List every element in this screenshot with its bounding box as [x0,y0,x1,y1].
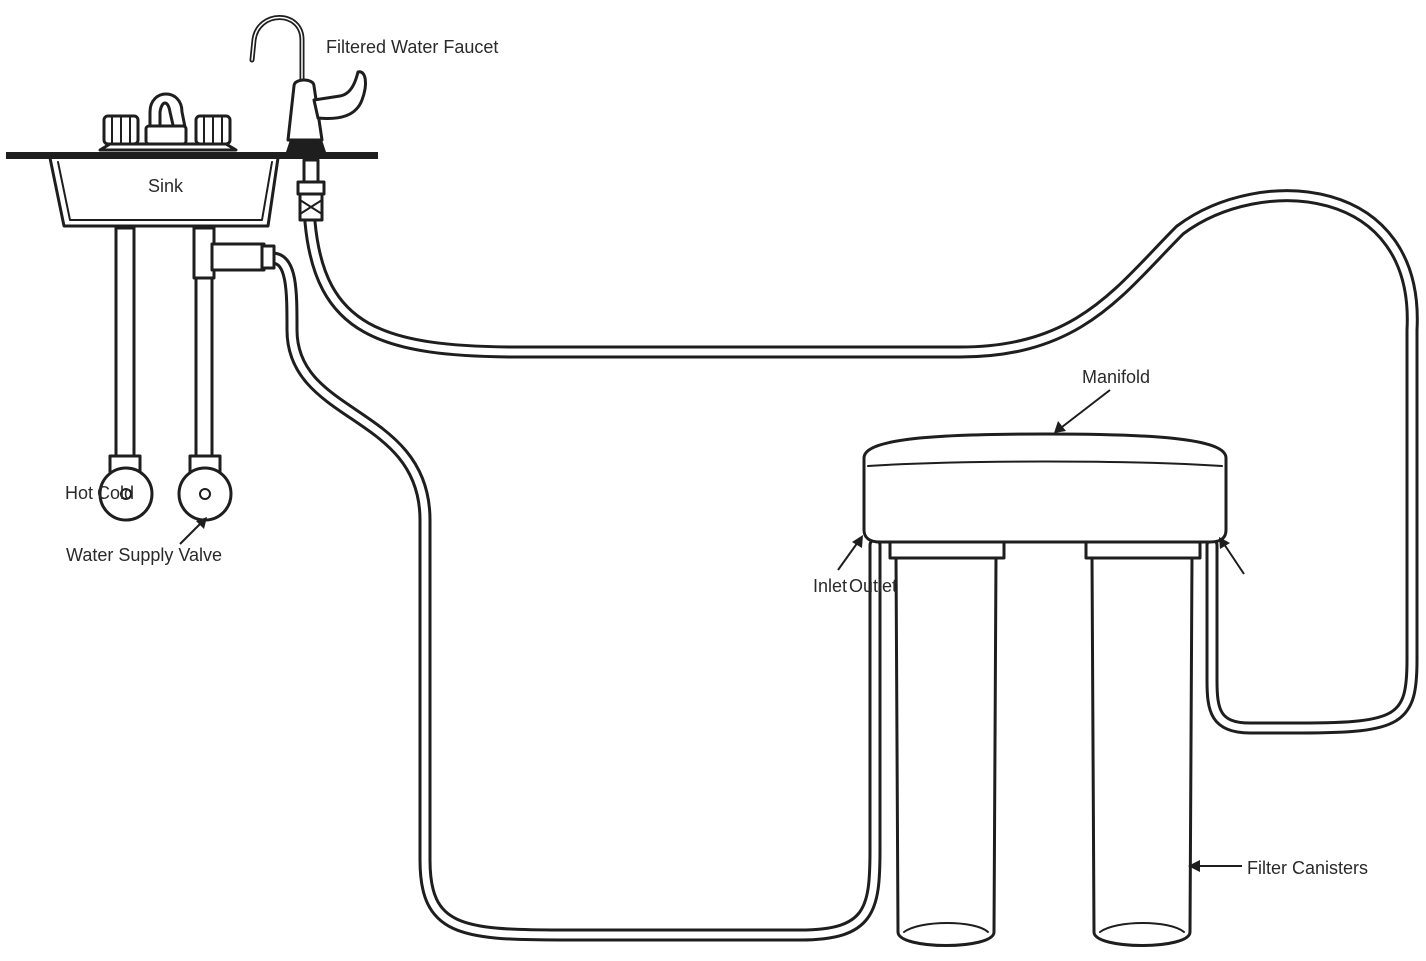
filter-canister-left [888,538,1006,947]
hot-water-valve [98,454,154,522]
faucet-supply-tube [303,189,1419,735]
hot-label: Hot [65,483,93,503]
cold-handle [194,114,232,146]
inlet-supply-tube [265,251,882,942]
filtered-water-faucet-label: Filtered Water Faucet [326,37,498,57]
faucet-connector [296,158,326,222]
filtered-water-faucet [249,15,367,152]
manifold-label: Manifold [1082,367,1150,387]
cold-water-valve [177,454,233,522]
manifold-arrow [1054,389,1111,433]
outlet-label: Outlet [849,576,897,596]
sink-faucet [98,92,238,152]
cold-supply-pipe [192,226,276,462]
filter-canisters-arrow [1188,860,1242,872]
filter-canisters-label: Filter Canisters [1247,858,1368,878]
outlet-arrow [1219,537,1245,575]
hot-supply-pipe [114,226,136,462]
countertop [6,152,378,159]
filter-canister-right [1084,538,1202,947]
inlet-arrow [837,535,863,571]
inlet-label: Inlet [813,576,847,596]
hot-handle [102,114,140,146]
manifold [862,432,1228,544]
water-supply-valve-arrow [179,517,207,545]
sink [6,152,378,228]
cold-label: Cold [97,483,134,503]
sink-label: Sink [148,176,184,196]
water-supply-valve-label: Water Supply Valve [66,545,222,565]
